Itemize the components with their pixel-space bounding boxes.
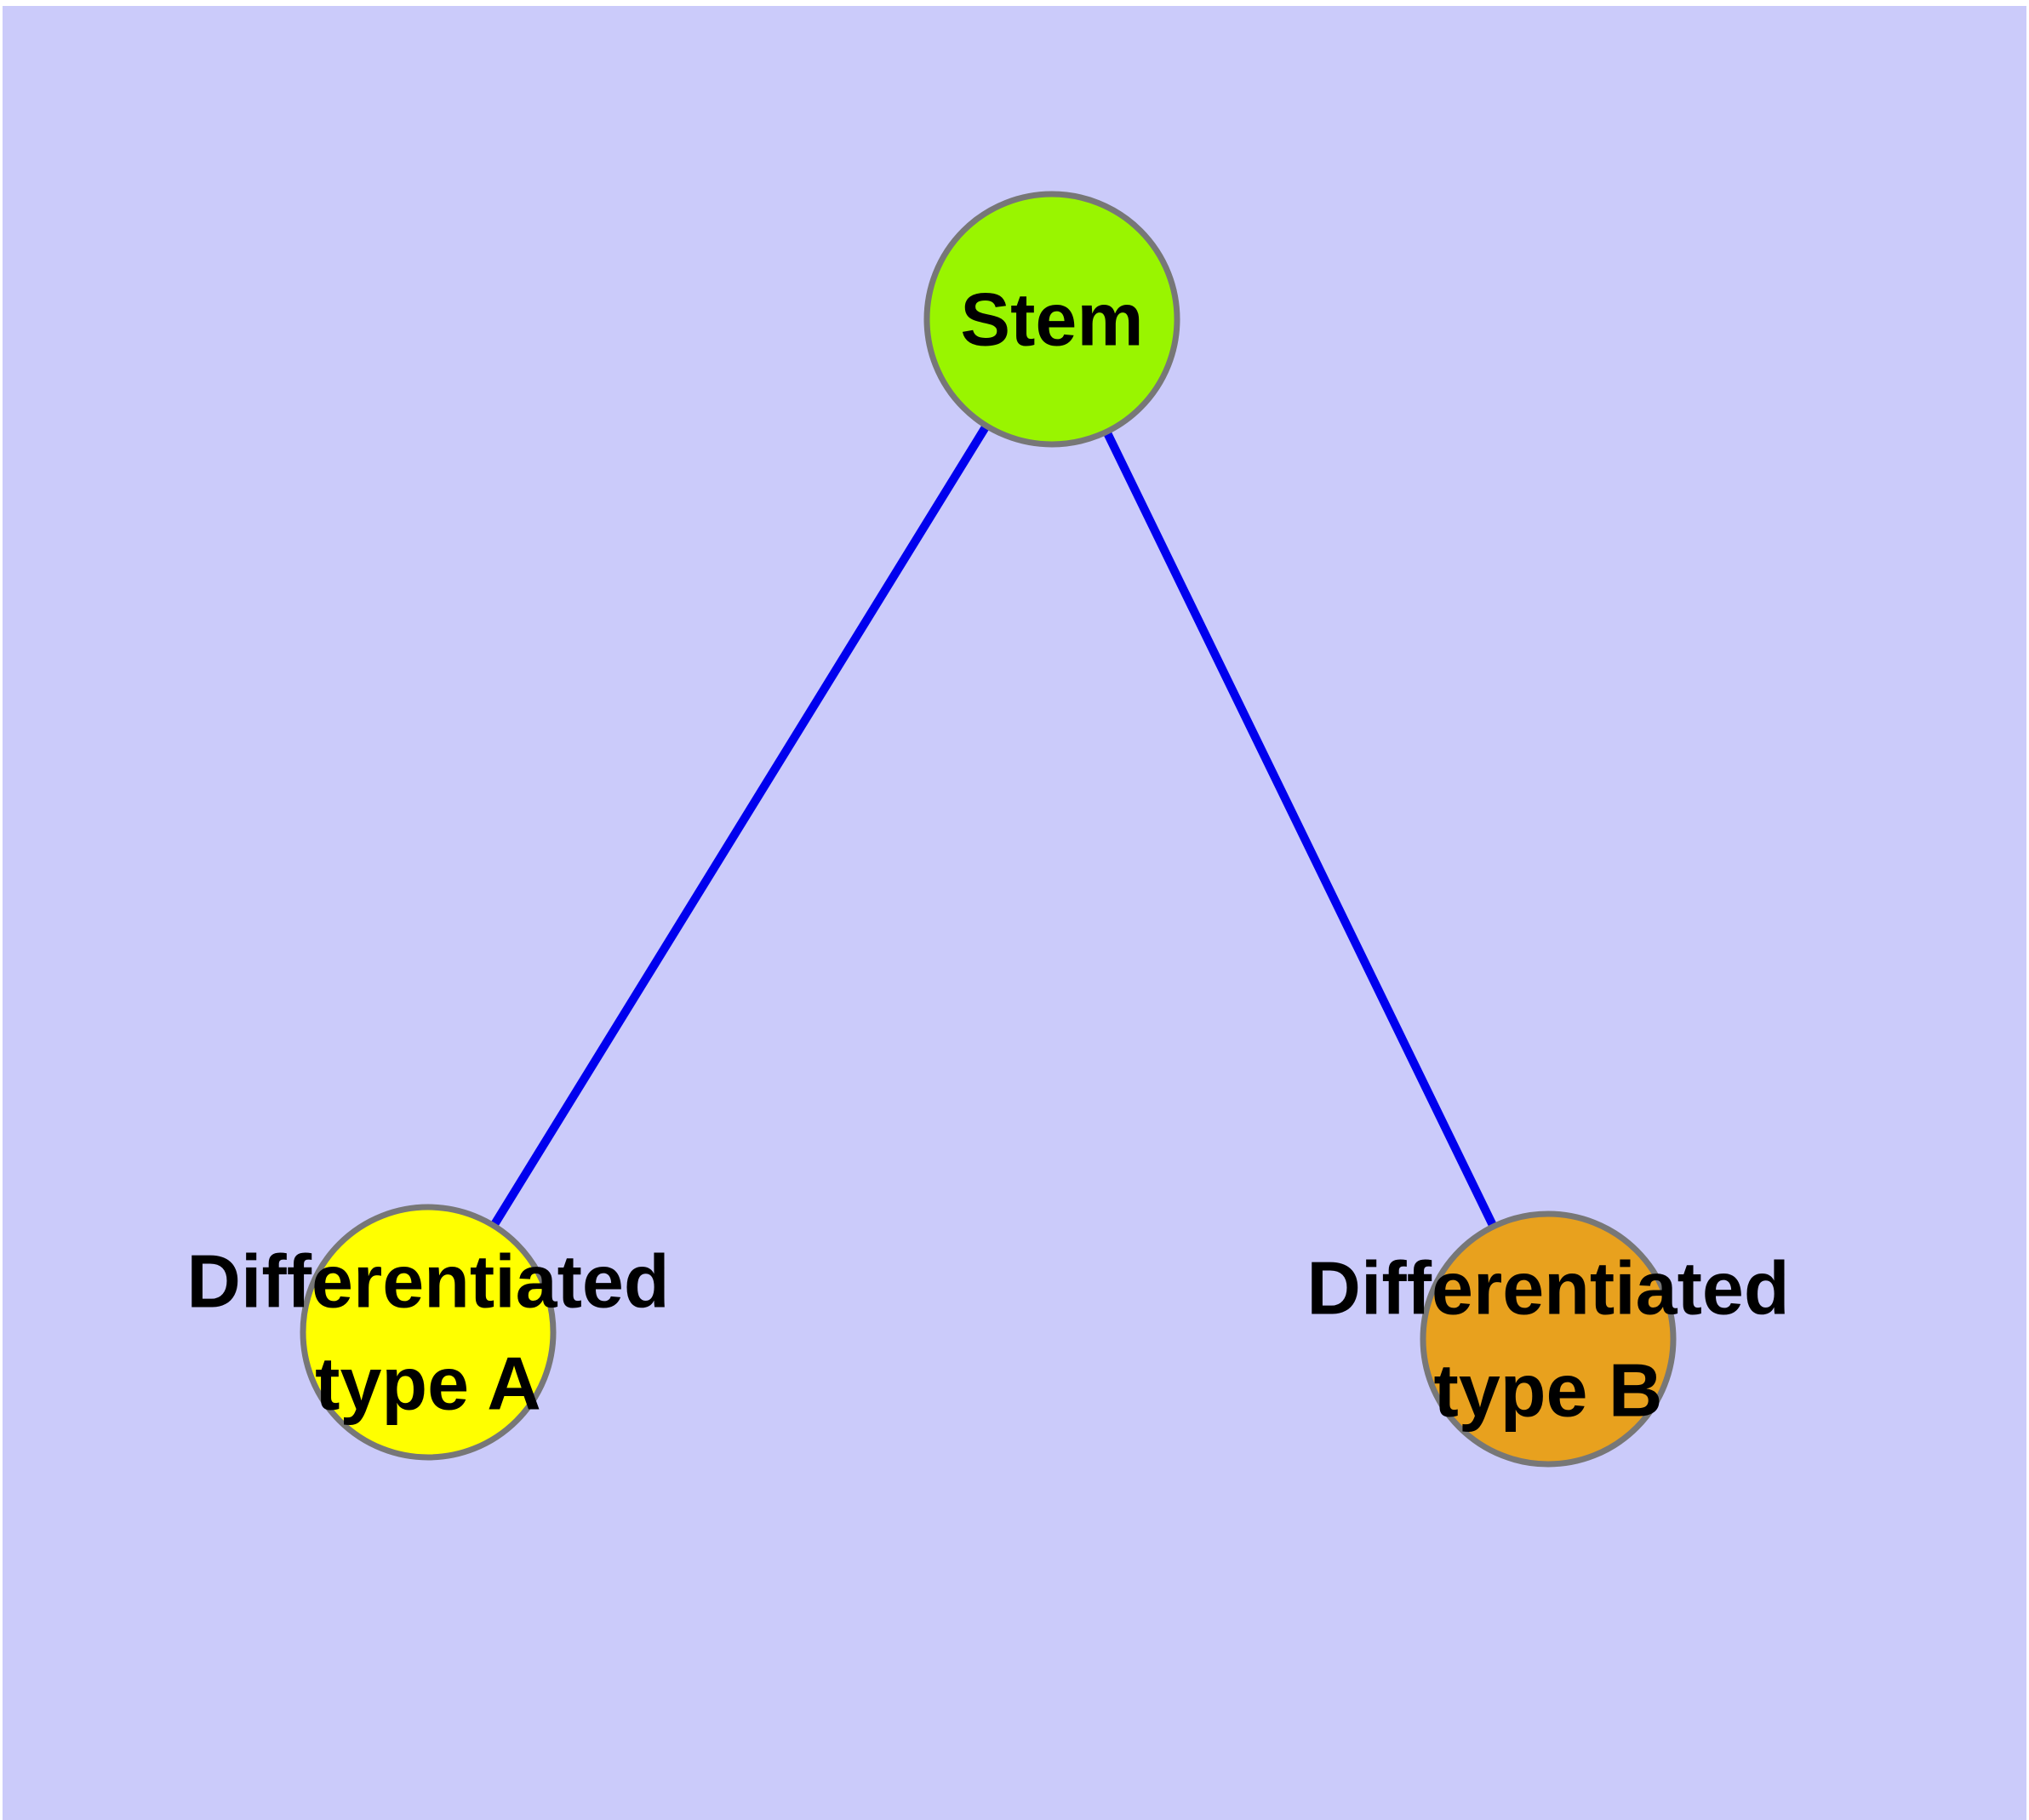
- node-type-b-circle: [1420, 1210, 1677, 1468]
- node-type-a-label-line1: Differentiated: [186, 1239, 669, 1324]
- node-type-b-label-line1: Differentiated: [1306, 1246, 1789, 1331]
- node-type-b-label-line2: type B: [1434, 1348, 1663, 1433]
- node-type-a-label-line2: type A: [315, 1342, 541, 1426]
- node-type-a-circle: [300, 1204, 557, 1461]
- edge-stem-to-type-a: [424, 317, 1056, 1335]
- node-stem-circle: [923, 191, 1180, 448]
- node-stem-label: Stem: [960, 278, 1143, 362]
- edge-stem-to-type-b: [1048, 317, 1552, 1342]
